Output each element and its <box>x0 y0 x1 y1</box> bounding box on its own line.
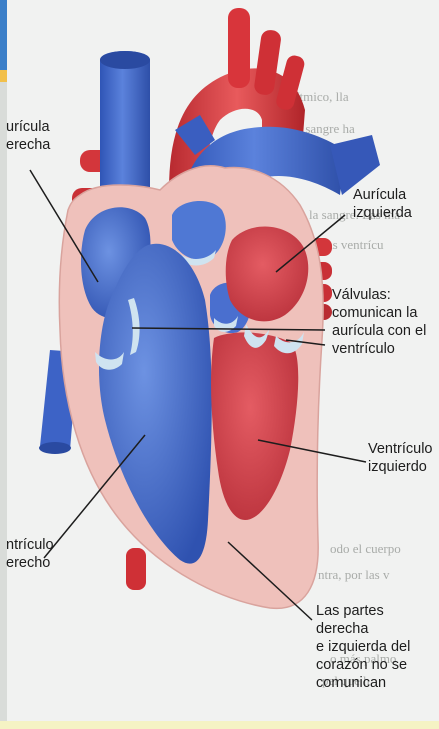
label-right-atrium: urícula erecha <box>6 118 50 154</box>
superior-vena-cava-opening <box>100 51 150 69</box>
label-right-ventricle: ntrículo erecho <box>6 536 54 572</box>
pulmonary-trunk-chamber <box>172 201 226 260</box>
inferior-vena-cava-opening <box>39 442 71 454</box>
label-valves: Válvulas: comunican la aurícula con el v… <box>332 286 426 358</box>
descending-aorta <box>126 548 146 590</box>
bottom-border <box>0 721 439 729</box>
label-left-atrium: Aurícula izquierda <box>353 186 412 222</box>
superior-vena-cava <box>100 51 150 205</box>
label-septum-note: Las partes derecha e izquierda del coraz… <box>316 602 439 692</box>
aortic-branch <box>228 8 250 88</box>
label-left-ventricle: Ventrículo izquierdo <box>368 440 433 476</box>
